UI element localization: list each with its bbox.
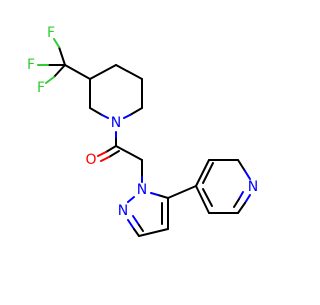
atom-n-piperidine: N — [111, 115, 121, 131]
bond-c-f-lower — [53, 64, 66, 78]
bond-c-f-lower-hetero — [45, 76, 55, 84]
bond-pz-n2-c3-a-c — [133, 228, 140, 237]
atom-label-group: F F F N O N N N — [27, 25, 258, 219]
atom-f-left: F — [27, 57, 35, 73]
bond-pip-c4-c5 — [115, 64, 143, 80]
atom-f-top: F — [47, 25, 55, 41]
bond-pz-n1-n2-hetero — [127, 196, 135, 203]
bond-group — [37, 38, 251, 237]
bond-py-c4-c3-b — [202, 162, 214, 184]
bond-carbonyl-o-a-hetero — [97, 151, 107, 157]
molecule-drawing: F F F N O N N N — [27, 25, 258, 237]
bond-carbonyl-ch2 — [115, 145, 143, 161]
bond-py-c5-c4-a — [195, 185, 210, 214]
bond-py-c2-n — [237, 159, 246, 172]
bond-py-c4-c3-a — [195, 159, 210, 187]
bond-pip-c2-n-hetero — [101, 114, 109, 119]
atom-n-pyrazole-2: N — [118, 203, 128, 219]
atom-f-lower: F — [37, 80, 45, 96]
bond-py-n-c6-a — [237, 202, 246, 214]
bond-py-n-c6-b-hetero — [238, 191, 244, 200]
bond-pip-c3-c4 — [89, 64, 117, 80]
bond-c-f-top — [58, 46, 66, 66]
bond-carbonyl-o-b — [108, 150, 120, 158]
bond-c-f-top-hetero — [53, 38, 60, 48]
bond-py-n-c6-a-hetero — [244, 194, 251, 204]
bond-pz-n2-c3-b — [132, 215, 140, 226]
bond-carbonyl-o-a — [105, 145, 117, 153]
bond-py-n-c6-b — [233, 198, 240, 208]
bond-pip-c6-n-hetero — [123, 114, 131, 119]
atom-n-pyrazole-1: N — [137, 182, 147, 198]
bond-pz-n2-c3-a — [127, 219, 135, 230]
bond-cf3-ring — [64, 64, 91, 80]
bond-py-c2-n-hetero — [244, 170, 251, 180]
bond-pip-c2-n — [89, 107, 103, 116]
bond-py-c5-c4-b — [202, 188, 213, 207]
structure-svg: F F F N O N N N — [27, 25, 258, 237]
atom-o-carbonyl: O — [85, 152, 96, 168]
bond-pz-n2-c3-b-c — [138, 224, 144, 232]
bond-pz-c3-c4 — [138, 228, 169, 237]
bond-pz-c5-n1 — [157, 194, 169, 199]
bond-pz-c5-n1-hetero — [150, 192, 159, 196]
atom-n-pyridine: N — [248, 179, 258, 195]
bond-carbonyl-o-b-hetero — [100, 156, 110, 162]
bond-pyrazole-pyridine — [167, 185, 197, 199]
bond-pip-c6-n — [129, 107, 143, 116]
